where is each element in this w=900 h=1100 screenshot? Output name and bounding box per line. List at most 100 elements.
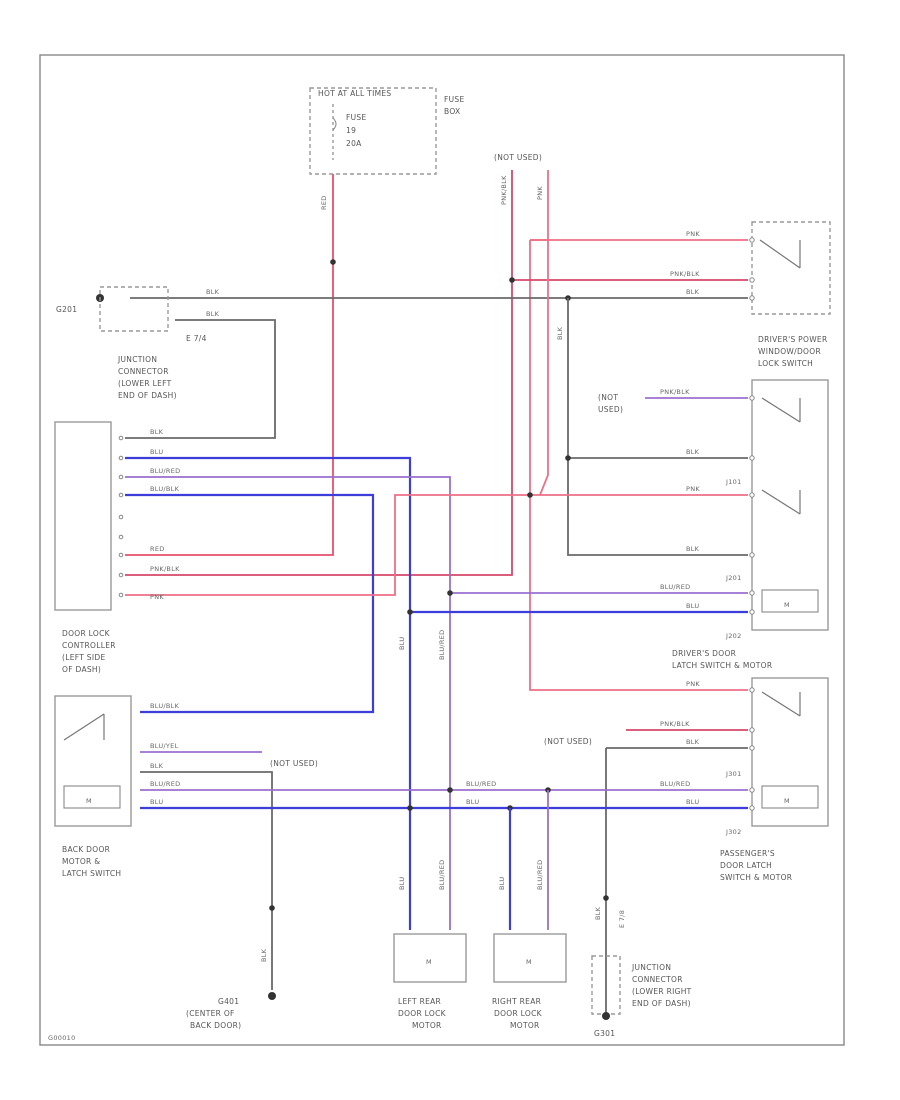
not-used-mid-1: (NOT	[598, 393, 618, 402]
back-door-line3: LATCH SWITCH	[62, 869, 121, 878]
driver-latch-line1: DRIVER'S DOOR	[672, 649, 736, 658]
driver-door-latch-block	[751, 379, 829, 631]
wire-pnkblk-controller	[125, 170, 513, 576]
wire-label-blured-b: BLU/RED	[150, 780, 180, 788]
wire-pnk-controller	[125, 494, 748, 596]
connector-j301: J301	[725, 770, 742, 778]
wire-pnk-driver-latch	[529, 240, 748, 691]
back-door-line1: BACK DOOR	[62, 845, 110, 854]
wire-label-red-c: RED	[150, 545, 165, 553]
door-lock-controller	[54, 421, 112, 611]
controller-line2: CONTROLLER	[62, 641, 116, 650]
wire-label-blk-vert: BLK	[556, 326, 564, 340]
ground-g401-label: G401	[218, 997, 239, 1006]
left-rear-motor	[393, 933, 467, 983]
wire-label-red-top: RED	[320, 195, 328, 210]
splice	[330, 259, 336, 265]
back-door-line2: MOTOR &	[62, 857, 100, 866]
splice	[527, 492, 533, 498]
wire-blk-switch-down	[567, 298, 748, 556]
wire-label-blk-3: BLK	[686, 448, 700, 456]
junction-left-line3: (LOWER LEFT	[118, 379, 172, 388]
wire-label-blk-2: BLK	[686, 288, 700, 296]
wire-label-pnkblk-2: PNK/BLK	[660, 388, 690, 396]
connector-j202: J202	[725, 632, 742, 640]
connector-j101: J101	[725, 478, 742, 486]
not-used-pass: (NOT USED)	[544, 737, 592, 746]
fuse-link	[332, 117, 337, 131]
pass-latch-line2: DOOR LATCH	[720, 861, 772, 870]
wire-label-pnkblk-1: PNK/BLK	[670, 270, 700, 278]
ground-g401-symbol	[268, 992, 276, 1000]
controller-line1: DOOR LOCK	[62, 629, 111, 638]
wire-label-pnk-c: PNK	[150, 593, 164, 601]
junction-connector-left	[99, 286, 169, 332]
not-used-mid-2: USED)	[598, 405, 623, 414]
wire-blk-junction-controller	[125, 319, 276, 439]
fuse-box	[309, 87, 437, 175]
junction-right-line2: CONNECTOR	[632, 975, 683, 984]
connector-j201: J201	[725, 574, 742, 582]
svg-text:M: M	[784, 797, 790, 805]
right-rear-line3: MOTOR	[510, 1021, 540, 1030]
wire-label-blk-4: BLK	[686, 545, 700, 553]
wire-label-blured-c: BLU/RED	[150, 467, 180, 475]
junction-right-line1: JUNCTION	[631, 963, 671, 972]
right-rear-line1: RIGHT REAR	[492, 997, 541, 1006]
wire-label-blu-rr: BLU	[498, 877, 506, 890]
junction-left-line2: CONNECTOR	[118, 367, 169, 376]
wire-label-blk-1: BLK	[206, 288, 220, 296]
wire-label-pnkblk-3: PNK/BLK	[660, 720, 690, 728]
junction-left-line4: END OF DASH)	[118, 391, 177, 400]
left-rear-line1: LEFT REAR	[398, 997, 441, 1006]
svg-text:M: M	[86, 797, 92, 805]
junction-e-label-2: E 7/8	[618, 910, 626, 928]
driver-switch-line2: WINDOW/DOOR	[758, 347, 821, 356]
fuse-rating: 20A	[346, 139, 362, 148]
svg-text:M: M	[426, 958, 432, 966]
fuse-label: FUSE	[346, 113, 367, 122]
pass-latch-line1: PASSENGER'S	[720, 849, 775, 858]
wire-blu-left-rear	[125, 456, 412, 930]
wire-label-blured-rr: BLU/RED	[536, 860, 544, 890]
wire-label-blured-d: BLU/RED	[660, 583, 690, 591]
wire-label-blu-vert: BLU	[398, 637, 406, 650]
left-rear-line3: MOTOR	[412, 1021, 442, 1030]
wire-blublk-back-door	[125, 493, 375, 714]
fuse-box-label-1: FUSE	[444, 95, 465, 104]
driver-window-switch	[751, 221, 831, 315]
wire-label-blk-g301: BLK	[594, 906, 602, 920]
wire-label-blured-mid: BLU/RED	[466, 780, 496, 788]
g401-desc-2: BACK DOOR)	[190, 1021, 241, 1030]
junction-e-label: E 7/4	[186, 334, 207, 343]
wire-blured-left-rear	[125, 476, 451, 930]
wire-blk-g401	[140, 771, 273, 990]
controller-line3: (LEFT SIDE	[62, 653, 105, 662]
fuse-number: 19	[346, 126, 356, 135]
not-used-top: (NOT USED)	[494, 153, 542, 162]
controller-line4: OF DASH)	[62, 665, 101, 674]
driver-latch-line2: LATCH SWITCH & MOTOR	[672, 661, 772, 670]
junction-right-line4: END OF DASH)	[632, 999, 691, 1008]
wire-label-blured-lr: BLU/RED	[438, 860, 446, 890]
wire-label-blk-b: BLK	[150, 762, 164, 770]
not-used-back: (NOT USED)	[270, 759, 318, 768]
wire-label-pnkblk-c: PNK/BLK	[150, 565, 180, 573]
controller-pins	[118, 435, 124, 598]
pass-latch-line3: SWITCH & MOTOR	[720, 873, 792, 882]
ground-g201-label: G201	[56, 305, 77, 314]
svg-text:M: M	[784, 601, 790, 609]
wire-pnk-angled	[539, 240, 549, 496]
wire-label-blk-j: BLK	[206, 310, 220, 318]
ground-g301-label: G301	[594, 1029, 615, 1038]
junction-left-line1: JUNCTION	[117, 355, 157, 364]
splice	[509, 277, 515, 283]
right-rear-line2: DOOR LOCK	[494, 1009, 543, 1018]
junction-right-line3: (LOWER RIGHT	[632, 987, 692, 996]
svg-text:M: M	[526, 958, 532, 966]
left-rear-line2: DOOR LOCK	[398, 1009, 447, 1018]
wire-label-pnkblk-top: PNK/BLK	[500, 175, 508, 205]
wire-label-blk-c: BLK	[150, 428, 164, 436]
reference-code: G00010	[48, 1034, 76, 1042]
